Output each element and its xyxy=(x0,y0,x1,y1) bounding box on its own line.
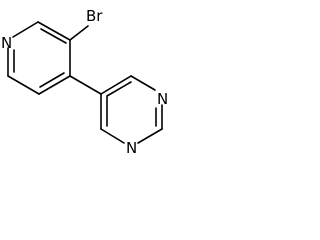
pyridine-ring xyxy=(7,21,71,95)
bond-c4p-n3p xyxy=(130,75,156,91)
bond-c3-br xyxy=(69,25,89,41)
atom-label-pyrimidine-n3: N xyxy=(157,90,168,108)
bond-c2-c3-inner xyxy=(40,28,67,44)
bond-n1p-c6p xyxy=(100,128,125,144)
atom-label-pyrimidine-n1: N xyxy=(126,139,137,157)
pyrimidine-ring xyxy=(100,75,163,144)
bond-c5-c6 xyxy=(7,75,40,95)
atom-label-bromine: Br xyxy=(86,7,103,25)
bond-c5p-c4p xyxy=(100,75,132,95)
bond-c4-c5-inner xyxy=(39,72,65,88)
bond-c2p-n1p xyxy=(137,128,163,144)
bond-biaryl xyxy=(69,75,102,95)
bond-n1-c2 xyxy=(12,21,39,38)
chemical-structure: N Br N N xyxy=(1,7,168,157)
bond-c2-c3 xyxy=(37,21,71,41)
atom-label-pyridine-n: N xyxy=(1,34,12,52)
bond-c4-c5 xyxy=(38,75,71,95)
bond-c5p-c4p-inner xyxy=(106,81,132,97)
